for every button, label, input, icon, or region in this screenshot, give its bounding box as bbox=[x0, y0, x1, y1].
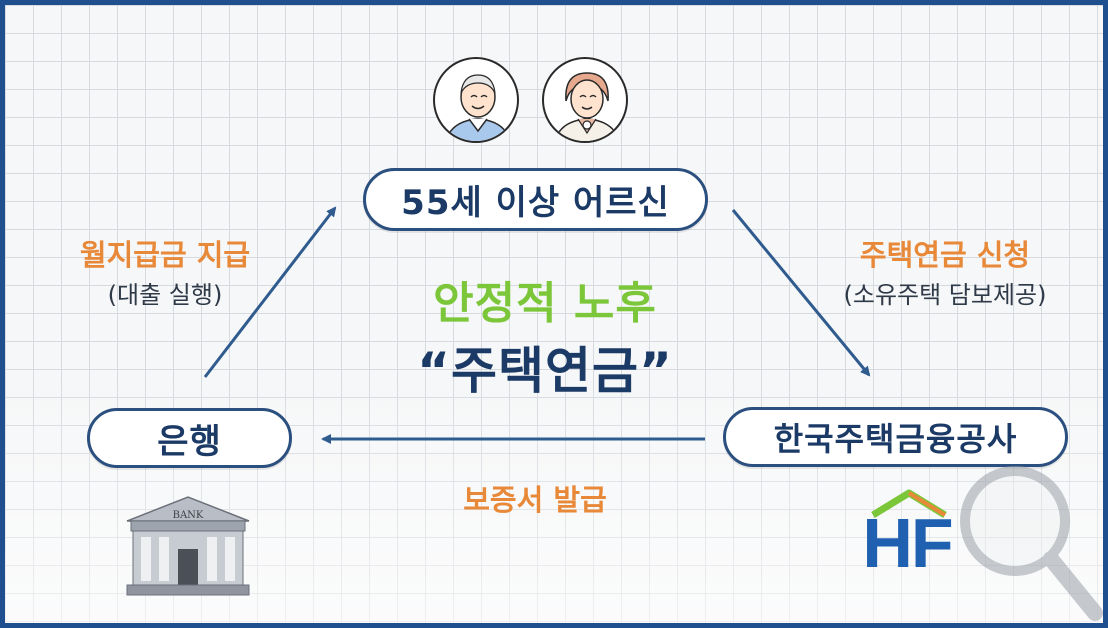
grandfather-avatar bbox=[433, 57, 519, 143]
hf-logo: HF bbox=[851, 485, 963, 582]
bank-node: 은행 bbox=[87, 408, 292, 468]
flow-arrows bbox=[203, 206, 871, 444]
center-subtitle: “주택연금” bbox=[417, 342, 673, 400]
arrow-bank-to-seniors bbox=[203, 206, 337, 378]
seniors-node: 55세 이상 어르신 bbox=[363, 168, 708, 231]
edge-sub-loan-execution: (대출 실행) bbox=[107, 281, 223, 309]
bank-node-label: 은행 bbox=[157, 421, 222, 462]
bank-sign-text: BANK bbox=[173, 510, 204, 521]
hf-corp-node-label: 한국주택금융공사 bbox=[773, 420, 1018, 458]
edge-label-guarantee-issuance: 보증서 발급 bbox=[463, 483, 607, 517]
edge-label-pension-application: 주택연금 신청 bbox=[859, 238, 1031, 272]
grandmother-avatar bbox=[542, 57, 628, 143]
edge-label-monthly-payment: 월지급금 지급 bbox=[79, 238, 251, 272]
bank-building-icon: BANK bbox=[126, 496, 250, 596]
center-title: 안정적 노후 bbox=[433, 278, 657, 329]
magnifier-icon bbox=[960, 466, 1103, 621]
hf-logo-text: HF bbox=[862, 504, 953, 582]
edge-sub-collateral: (소유주택 담보제공) bbox=[843, 281, 1047, 309]
seniors-node-label: 55세 이상 어르신 bbox=[401, 183, 670, 223]
hf-logo-roof-icon bbox=[871, 489, 947, 518]
hf-corp-node: 한국주택금융공사 bbox=[723, 407, 1068, 467]
arrow-seniors-to-hf bbox=[731, 209, 871, 377]
